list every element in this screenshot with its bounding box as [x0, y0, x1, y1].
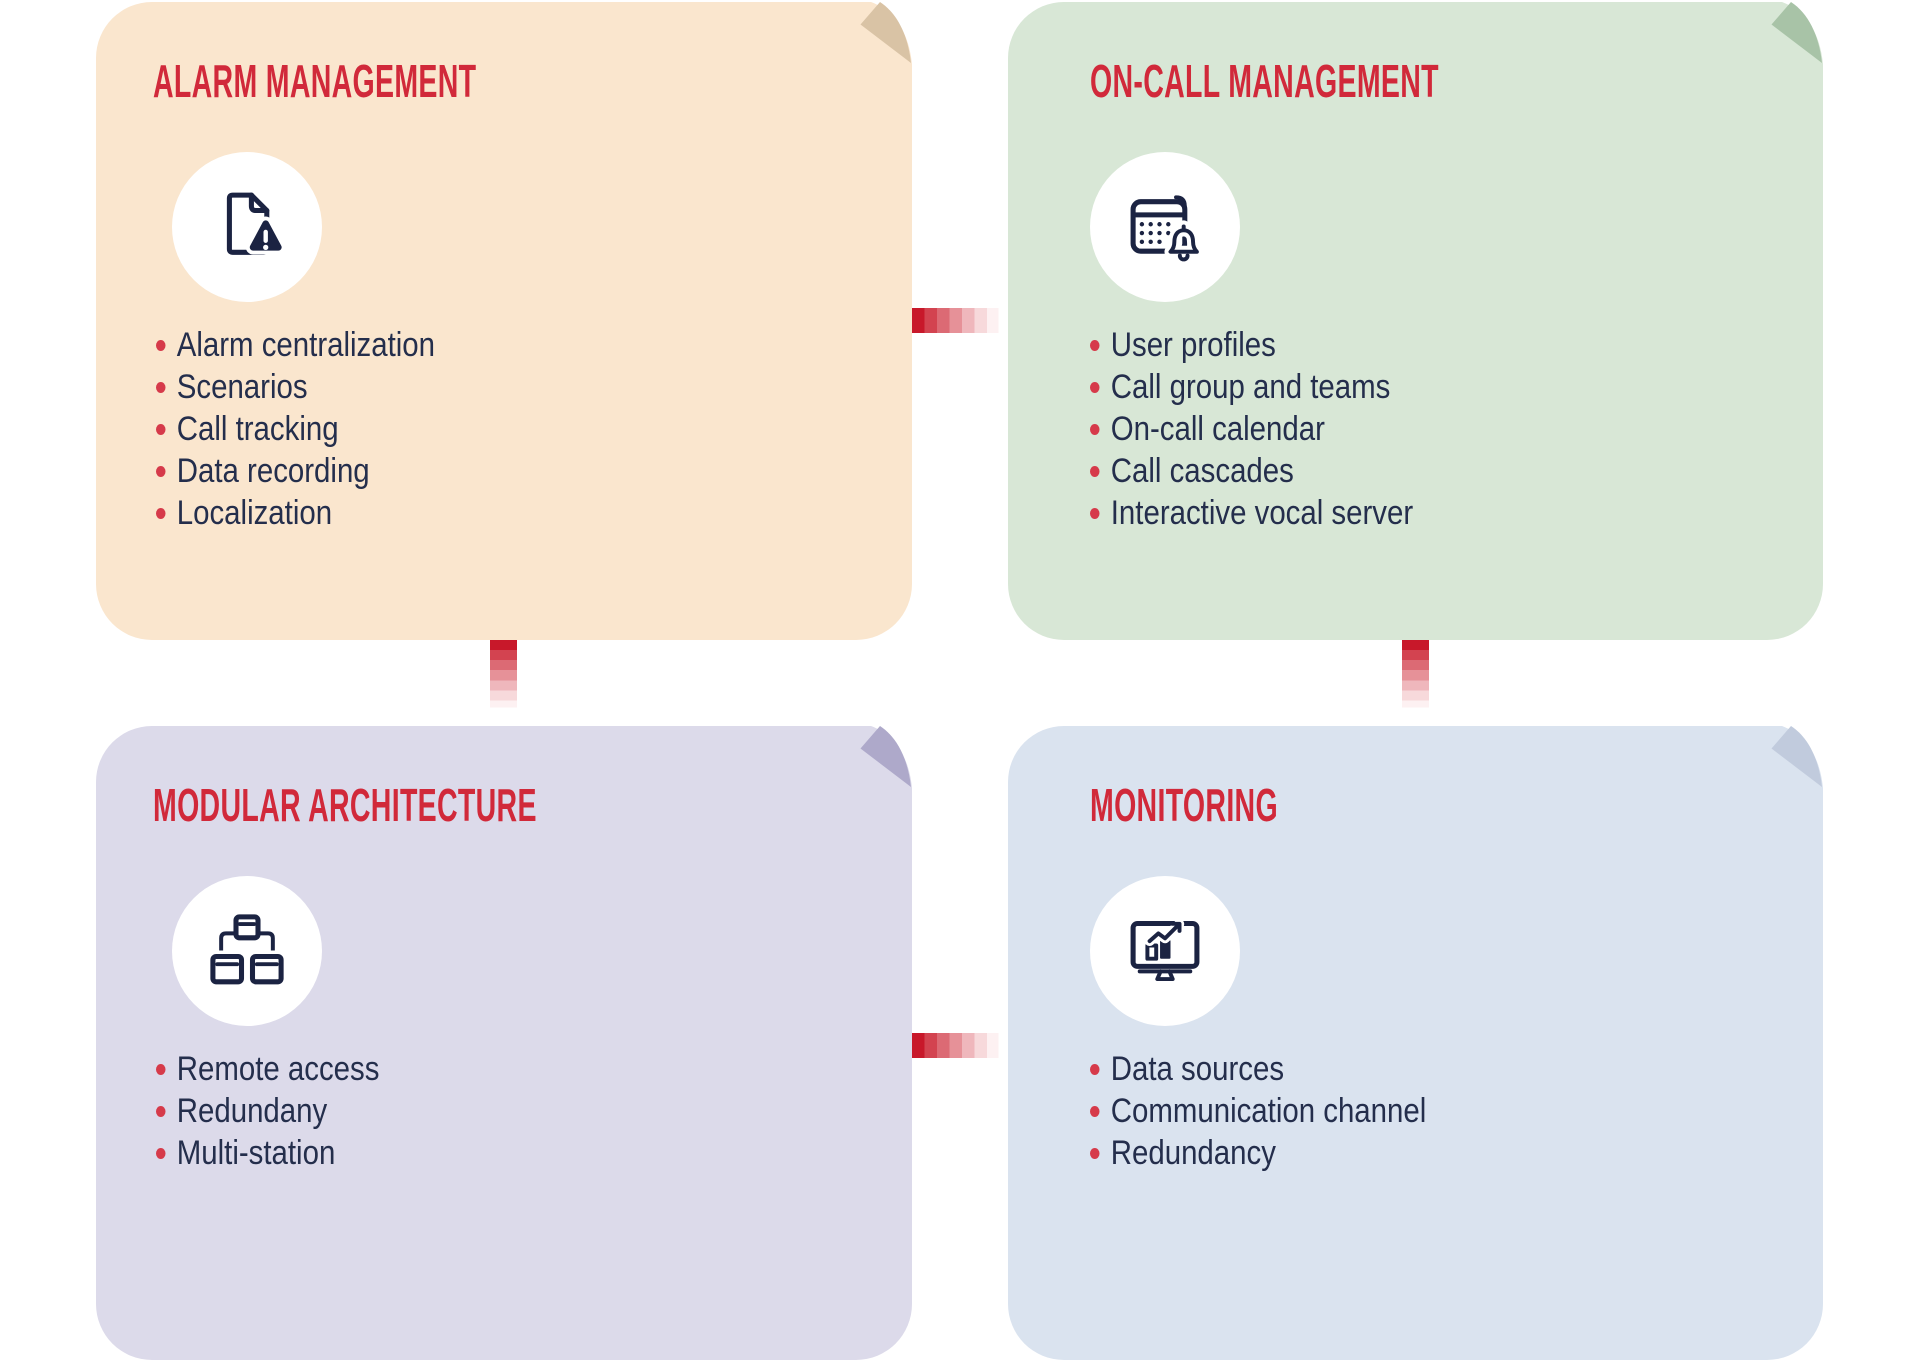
bullet-dot-icon [1090, 465, 1100, 477]
calendar-bell-icon [1121, 183, 1209, 271]
bullet-dot-icon [1090, 339, 1100, 351]
connector-top-horizontal [912, 308, 1008, 333]
icon-circle [1090, 152, 1240, 302]
bullet-dot-icon [156, 507, 166, 519]
feature-item: Remote access [156, 1048, 379, 1090]
feature-item: Localization [156, 492, 435, 534]
feature-item-label: Data recording [176, 452, 370, 490]
bullet-dot-icon [1090, 507, 1100, 519]
bullet-dot-icon [156, 423, 166, 435]
feature-item-label: Interactive vocal server [1110, 494, 1414, 532]
connector-right-vertical [1402, 640, 1429, 712]
feature-item: Redundancy [1090, 1132, 1426, 1174]
document-alert-icon [203, 183, 291, 271]
feature-item-label: Localization [176, 494, 333, 532]
feature-item-label: Call group and teams [1110, 368, 1391, 406]
bullet-dot-icon [156, 381, 166, 393]
feature-item-label: Remote access [176, 1050, 380, 1088]
bullet-dot-icon [1090, 381, 1100, 393]
feature-item: Multi-station [156, 1132, 379, 1174]
feature-item-label: Multi-station [176, 1134, 336, 1172]
bullet-dot-icon [156, 339, 166, 351]
icon-circle [172, 152, 322, 302]
feature-item: Communication channel [1090, 1090, 1426, 1132]
connector-left-vertical [490, 640, 517, 712]
bullet-dot-icon [156, 1105, 166, 1117]
feature-item-label: Call tracking [176, 410, 339, 448]
feature-item: Call cascades [1090, 450, 1413, 492]
feature-item: Interactive vocal server [1090, 492, 1413, 534]
feature-item: Call group and teams [1090, 366, 1413, 408]
page-curl-icon [1771, 2, 1823, 64]
feature-item: Data recording [156, 450, 435, 492]
bullet-dot-icon [1090, 1105, 1100, 1117]
modules-icon [203, 907, 291, 995]
page-curl-icon [860, 726, 912, 788]
page-curl-icon [860, 2, 912, 64]
bullet-dot-icon [156, 1063, 166, 1075]
bullet-dot-icon [156, 1147, 166, 1159]
feature-item-label: Call cascades [1110, 452, 1294, 490]
page-curl-icon [1771, 726, 1823, 788]
feature-item-label: Redundany [176, 1092, 328, 1130]
feature-item: Alarm centralization [156, 324, 435, 366]
feature-item-label: Redundancy [1110, 1134, 1276, 1172]
card-title: MONITORING [1090, 779, 1278, 831]
card-title: ALARM MANAGEMENT [153, 55, 477, 107]
feature-item-label: Data sources [1110, 1050, 1285, 1088]
bullet-dot-icon [1090, 1147, 1100, 1159]
connector-bottom-horizontal [912, 1033, 1008, 1058]
feature-item: User profiles [1090, 324, 1413, 366]
feature-item-label: User profiles [1110, 326, 1276, 364]
feature-item-label: On-call calendar [1110, 410, 1325, 448]
bullet-dot-icon [1090, 423, 1100, 435]
card-title: MODULAR ARCHITECTURE [153, 779, 537, 831]
feature-item-label: Communication channel [1110, 1092, 1427, 1130]
feature-item: Data sources [1090, 1048, 1426, 1090]
bullet-dot-icon [156, 465, 166, 477]
feature-item: Scenarios [156, 366, 435, 408]
icon-circle [172, 876, 322, 1026]
feature-item: Call tracking [156, 408, 435, 450]
monitor-chart-icon [1121, 907, 1209, 995]
feature-item: Redundany [156, 1090, 379, 1132]
feature-item-label: Scenarios [176, 368, 308, 406]
feature-item-label: Alarm centralization [176, 326, 436, 364]
feature-item: On-call calendar [1090, 408, 1413, 450]
bullet-dot-icon [1090, 1063, 1100, 1075]
icon-circle [1090, 876, 1240, 1026]
card-title: ON-CALL MANAGEMENT [1090, 55, 1439, 107]
